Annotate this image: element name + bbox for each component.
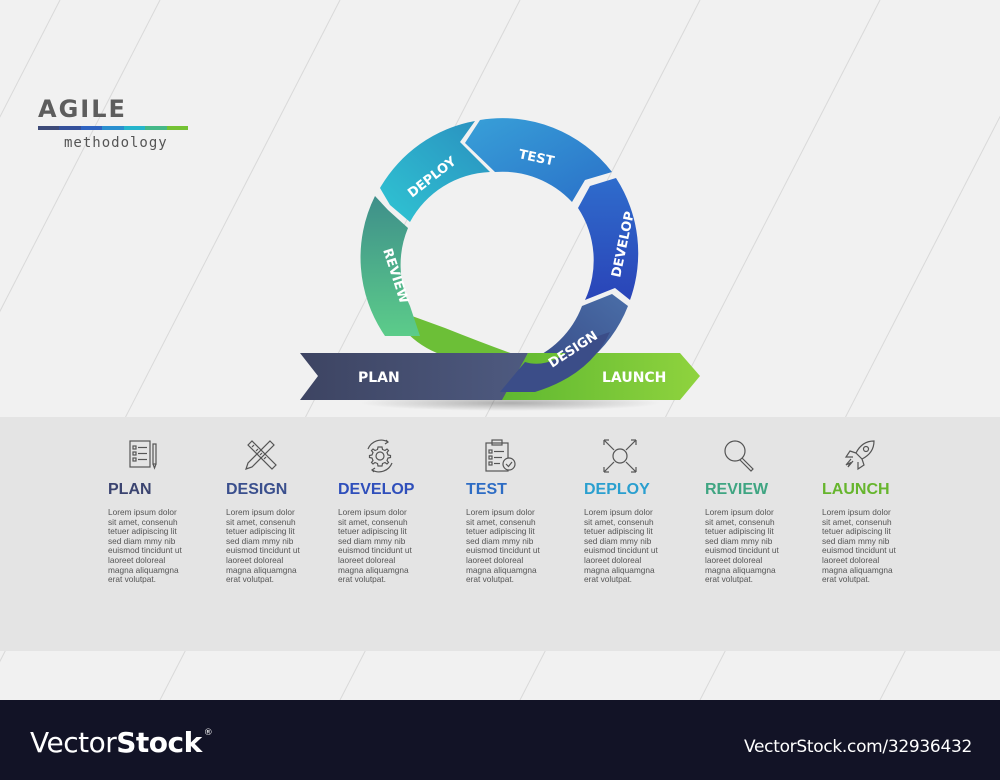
test-label: TEST [517,147,555,169]
design-overlap [500,332,610,392]
step-description: Lorem ipsum dolor sit amet, consenuh tet… [584,507,658,585]
step-title: PLAN [108,481,152,498]
step-title: DESIGN [226,481,288,498]
gear-cycle-icon [367,439,393,473]
step-test: TEST Lorem ipsum dolor sit amet, consenu… [466,437,576,585]
gradient-bar [38,126,188,130]
step-description: Lorem ipsum dolor sit amet, consenuh tet… [338,507,412,585]
review-segment [360,196,420,336]
deploy-segment [380,121,490,222]
bar-swatch [80,126,103,130]
step-description: Lorem ipsum dolor sit amet, consenuh tet… [705,507,779,585]
step-review: REVIEW Lorem ipsum dolor sit amet, conse… [705,437,815,585]
step-launch: LAUNCH Lorem ipsum dolor sit amet, conse… [822,437,932,585]
develop-segment [578,178,639,300]
vectorstock-logo: VectorStock® [30,726,213,759]
bar-swatch [123,126,146,130]
plan-arrow [300,353,528,400]
step-deploy: DEPLOY Lorem ipsum dolor sit amet, conse… [584,437,694,585]
launch-tail-segment [390,308,530,360]
step-title: REVIEW [705,481,769,498]
bar-swatch [145,126,167,130]
logo-light-text: Vector [30,726,117,759]
brand-subtitle: methodology [64,135,168,151]
step-title: DEVELOP [338,481,415,498]
step-title: LAUNCH [822,481,890,498]
bar-swatch [102,126,124,130]
step-description: Lorem ipsum dolor sit amet, consenuh tet… [226,507,300,585]
checklist-icon [129,440,157,470]
launch-label: LAUNCH [602,370,666,386]
step-develop: DEVELOP Lorem ipsum dolor sit amet, cons… [338,437,448,585]
step-title: TEST [466,481,507,498]
agile-cycle-diagram: DEPLOY TEST DEVELOP DESIGN REVIEW PLAN L… [300,118,700,411]
bar-swatch [59,126,81,130]
expand-arrows-icon [603,439,637,473]
steps-band [0,417,1000,651]
step-description: Lorem ipsum dolor sit amet, consenuh tet… [822,507,896,585]
plan-label: PLAN [358,370,400,386]
step-title: DEPLOY [584,481,650,498]
clipboard-check-icon [485,439,516,472]
bar-swatch [38,126,60,130]
vectorstock-footer: VectorStock® VectorStock.com/32936432 [0,700,1000,780]
agile-methodology-heading: AGILE methodology [38,97,198,151]
pencil-ruler-icon [245,440,277,470]
logo-bold-text: Stock [116,726,202,759]
step-description: Lorem ipsum dolor sit amet, consenuh tet… [108,507,182,585]
image-url: VectorStock.com/32936432 [744,737,972,757]
brand-title: AGILE [38,95,127,123]
bar-swatch [166,126,188,130]
rocket-icon [844,440,875,471]
step-design: DESIGN Lorem ipsum dolor sit amet, conse… [226,437,336,585]
magnifier-icon [724,440,754,472]
step-description: Lorem ipsum dolor sit amet, consenuh tet… [466,507,540,585]
registered-mark: ® [203,728,213,738]
test-segment [465,118,612,202]
step-plan: PLAN Lorem ipsum dolor sit amet, consenu… [108,437,218,585]
